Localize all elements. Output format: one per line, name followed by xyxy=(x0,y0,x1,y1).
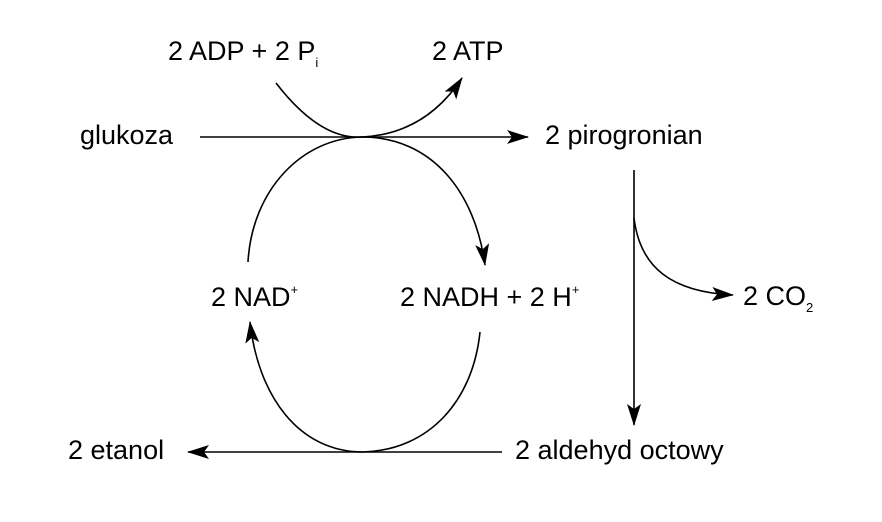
label-atp: 2 ATP xyxy=(432,36,504,66)
label-adp-pi: 2 ADP + 2 Pi xyxy=(168,36,319,70)
label-co2: 2 CO2 xyxy=(743,281,814,315)
nad-to-nadh-arrow xyxy=(247,136,490,266)
label-nadh: 2 NADH + 2 H+ xyxy=(400,282,580,312)
adp-to-atp-arrow xyxy=(275,77,463,138)
label-glukoza: glukoza xyxy=(80,120,174,150)
label-etanol: 2 etanol xyxy=(68,435,165,465)
co2-release-arrow xyxy=(633,217,734,301)
label-nad: 2 NAD+ xyxy=(211,282,299,312)
label-aldehyd: 2 aldehyd octowy xyxy=(515,435,724,465)
nadh-to-nad-arrow xyxy=(245,321,481,453)
label-pirogronian: 2 pirogronian xyxy=(545,120,703,150)
